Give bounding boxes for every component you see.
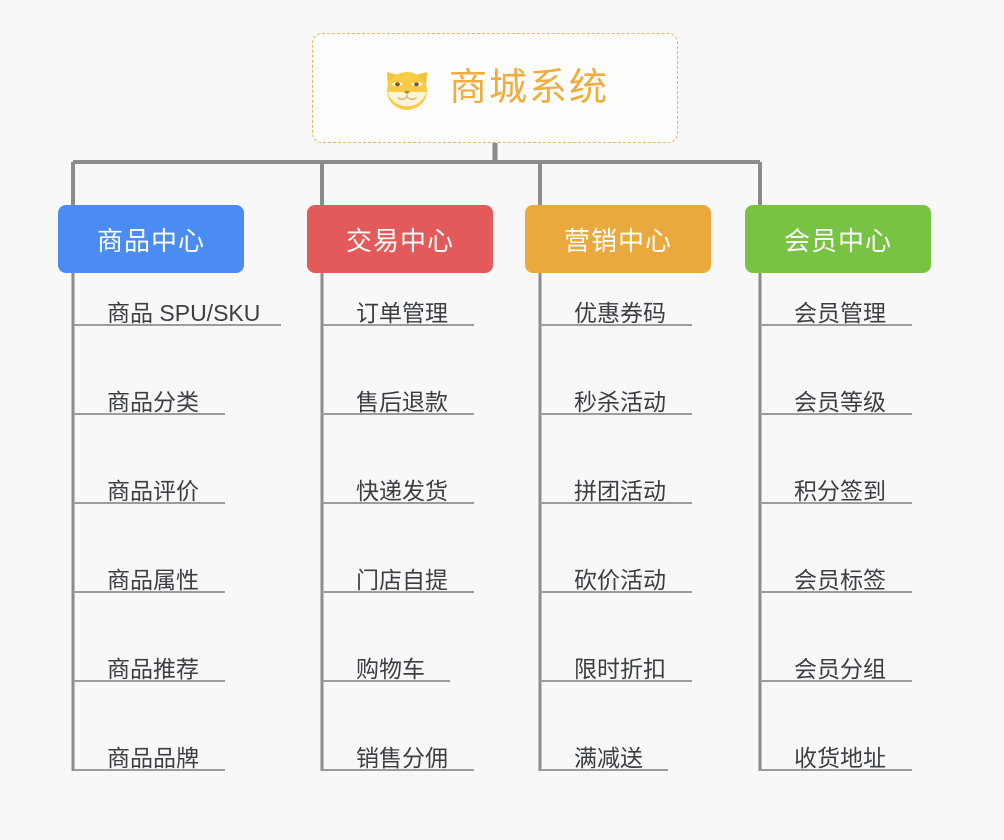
- root-node[interactable]: 商城系统: [312, 33, 678, 143]
- leaf-label: 会员等级: [794, 389, 886, 415]
- leaf-label: 会员标签: [794, 567, 886, 593]
- branch-node-2[interactable]: 交易中心: [307, 205, 493, 273]
- leaf-item[interactable]: 购物车: [322, 630, 450, 682]
- leaf-label: 商品分类: [107, 389, 199, 415]
- leaf-item[interactable]: 拼团活动: [540, 452, 692, 504]
- leaf-item[interactable]: 商品分类: [73, 363, 225, 415]
- leaf-label: 秒杀活动: [574, 389, 666, 415]
- leaf-item[interactable]: 销售分佣: [322, 719, 474, 771]
- leaf-label: 购物车: [356, 656, 425, 682]
- leaf-item[interactable]: 会员等级: [760, 363, 912, 415]
- leaf-label: 收货地址: [794, 745, 886, 771]
- branch-label: 商品中心: [96, 225, 205, 256]
- leaf-label: 订单管理: [356, 300, 448, 326]
- leaf-item[interactable]: 优惠券码: [540, 274, 692, 326]
- leaf-label: 商品 SPU/SKU: [107, 300, 261, 326]
- leaf-item[interactable]: 商品 SPU/SKU: [73, 274, 281, 326]
- leaf-item[interactable]: 商品属性: [73, 541, 225, 593]
- leaf-label: 砍价活动: [574, 567, 666, 593]
- root-title: 商城系统: [448, 67, 609, 109]
- leaf-label: 满减送: [574, 745, 643, 771]
- leaf-item[interactable]: 会员管理: [760, 274, 912, 326]
- leaf-item[interactable]: 满减送: [540, 719, 668, 771]
- leaf-label: 售后退款: [356, 389, 448, 415]
- leaf-item[interactable]: 限时折扣: [540, 630, 692, 682]
- leaf-label: 商品评价: [107, 478, 199, 504]
- leaf-item[interactable]: 砍价活动: [540, 541, 692, 593]
- leaf-item[interactable]: 商品品牌: [73, 719, 225, 771]
- leaf-item[interactable]: 会员分组: [760, 630, 912, 682]
- leaf-item[interactable]: 快递发货: [322, 452, 474, 504]
- branch-label: 营销中心: [563, 225, 672, 256]
- leaf-item[interactable]: 收货地址: [760, 719, 912, 771]
- shiba-dog-face-icon: [381, 62, 433, 114]
- leaf-label: 会员管理: [794, 300, 886, 326]
- branch-label: 交易中心: [345, 225, 454, 256]
- branch-node-1[interactable]: 商品中心: [58, 205, 244, 273]
- leaf-item[interactable]: 门店自提: [322, 541, 474, 593]
- branch-node-4[interactable]: 会员中心: [745, 205, 931, 273]
- leaf-item[interactable]: 秒杀活动: [540, 363, 692, 415]
- leaf-item[interactable]: 积分签到: [760, 452, 912, 504]
- leaf-label: 商品品牌: [107, 745, 199, 771]
- leaf-label: 积分签到: [794, 478, 886, 504]
- leaf-item[interactable]: 售后退款: [322, 363, 474, 415]
- branch-label: 会员中心: [783, 225, 892, 256]
- leaf-label: 快递发货: [356, 478, 448, 504]
- leaf-label: 商品属性: [107, 567, 199, 593]
- leaf-label: 优惠券码: [574, 300, 666, 326]
- leaf-label: 会员分组: [794, 656, 886, 682]
- leaf-label: 限时折扣: [574, 656, 666, 682]
- leaf-label: 拼团活动: [574, 478, 666, 504]
- leaf-item[interactable]: 商品推荐: [73, 630, 225, 682]
- leaf-label: 门店自提: [356, 567, 448, 593]
- leaf-label: 销售分佣: [356, 745, 448, 771]
- leaf-item[interactable]: 商品评价: [73, 452, 225, 504]
- leaf-item[interactable]: 订单管理: [322, 274, 474, 326]
- leaf-item[interactable]: 会员标签: [760, 541, 912, 593]
- branch-node-3[interactable]: 营销中心: [525, 205, 711, 273]
- leaf-label: 商品推荐: [107, 656, 199, 682]
